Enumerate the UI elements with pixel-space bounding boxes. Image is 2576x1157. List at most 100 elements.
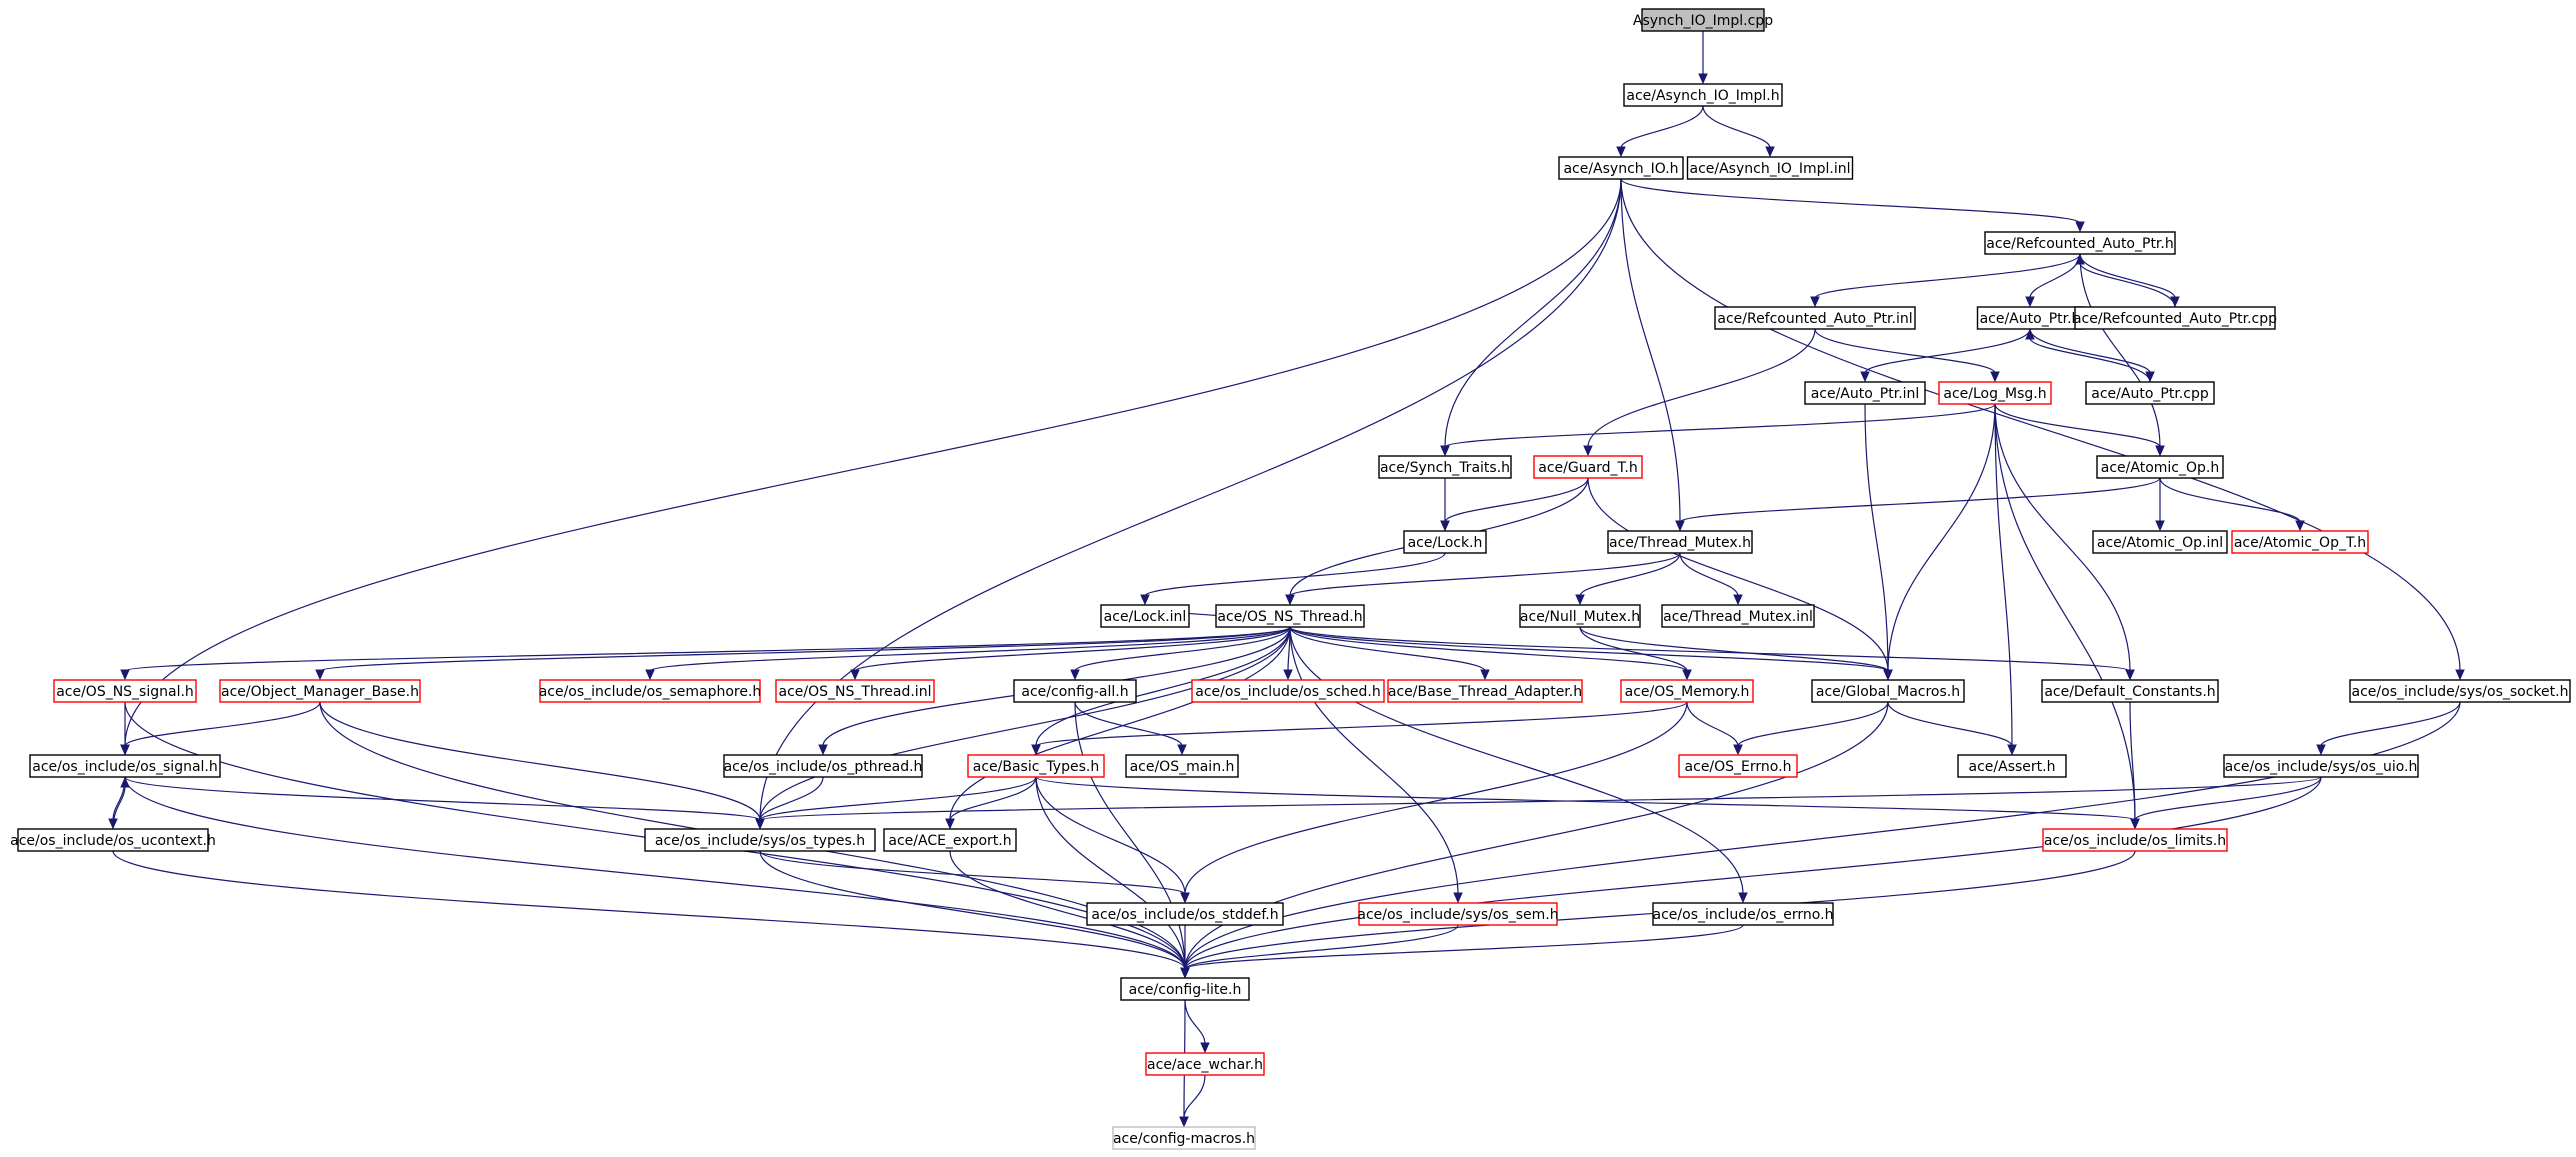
node-atomic_inl[interactable]: ace/Atomic_Op.inl <box>2092 530 2228 554</box>
node-configmacros[interactable]: ace/config-macros.h <box>1112 1126 1256 1150</box>
node-atomic[interactable]: ace/Atomic_Op.h <box>2096 455 2224 479</box>
node-impl_inl[interactable]: ace/Asynch_IO_Impl.inl <box>1686 156 1854 180</box>
node-globmacros[interactable]: ace/Global_Macros.h <box>1811 679 1965 703</box>
node-basictypes[interactable]: ace/Basic_Types.h <box>967 754 1105 778</box>
node-box <box>2223 754 2419 778</box>
node-guard[interactable]: ace/Guard_T.h <box>1533 455 1643 479</box>
node-label: ace/Atomic_Op.h <box>2101 460 2219 476</box>
arrowhead-icon <box>1682 669 1692 681</box>
node-box <box>1678 754 1798 778</box>
arrowhead-icon <box>1070 669 1080 681</box>
node-osnsthread[interactable]: ace/OS_NS_Thread.h <box>1215 604 1365 628</box>
arrowhead-icon <box>1453 892 1463 904</box>
node-ossyssem[interactable]: ace/os_include/sys/os_sem.h <box>1357 902 1559 926</box>
node-ossignal[interactable]: ace/os_include/os_signal.h <box>29 754 221 778</box>
node-os_ns_signal[interactable]: ace/OS_NS_signal.h <box>53 679 197 703</box>
node-box <box>1661 604 1815 628</box>
edge-osnsthread-to-configall <box>1070 626 1291 681</box>
arrowhead-icon <box>2025 328 2035 340</box>
arrowhead-icon <box>1200 1042 1210 1054</box>
node-label: ace/os_include/sys/os_uio.h <box>2225 759 2418 775</box>
node-aceexport[interactable]: ace/ACE_export.h <box>883 828 1017 852</box>
edge-acewchar-to-configmacros <box>1179 1074 1206 1128</box>
node-box <box>883 828 1017 852</box>
node-ostypes[interactable]: ace/os_include/sys/os_types.h <box>644 828 876 852</box>
node-box <box>1403 530 1487 554</box>
node-thrmutex_inl[interactable]: ace/Thread_Mutex.inl <box>1661 604 1815 628</box>
edge-ostypes-to-osstddef <box>759 850 1190 904</box>
node-atomic_t[interactable]: ace/Atomic_Op_T.h <box>2231 530 2369 554</box>
node-label: ace/Refcounted_Auto_Ptr.h <box>1986 236 2173 252</box>
node-label: ace/Refcounted_Auto_Ptr.cpp <box>2073 311 2277 327</box>
node-refauto_cpp[interactable]: ace/Refcounted_Auto_Ptr.cpp <box>2073 306 2277 330</box>
graph-edges <box>108 30 2465 1128</box>
node-osstddef[interactable]: ace/os_include/os_stddef.h <box>1086 902 1284 926</box>
node-asynch_io[interactable]: ace/Asynch_IO.h <box>1558 156 1684 180</box>
node-lock[interactable]: ace/Lock.h <box>1403 530 1487 554</box>
arrowhead-icon <box>1860 371 1870 383</box>
node-box <box>1013 679 1137 703</box>
edge-osnsthread-to-globmacros <box>1289 626 1893 681</box>
node-box <box>1120 977 1250 1001</box>
node-auto_cpp[interactable]: ace/Auto_Ptr.cpp <box>2085 381 2215 405</box>
edge-auto_cpp-to-auto_ptr <box>2025 328 2151 383</box>
node-label: ace/OS_main.h <box>1130 759 1235 775</box>
node-label: ace/Atomic_Op_T.h <box>2234 535 2366 551</box>
node-osuio[interactable]: ace/os_include/sys/os_uio.h <box>2223 754 2419 778</box>
node-synch[interactable]: ace/Synch_Traits.h <box>1378 455 1512 479</box>
node-oslimits[interactable]: ace/os_include/os_limits.h <box>2042 828 2228 852</box>
node-label: ace/Auto_Ptr.inl <box>1811 386 1920 402</box>
node-ossem[interactable]: ace/os_include/os_semaphore.h <box>539 679 762 703</box>
node-osmain[interactable]: ace/OS_main.h <box>1125 754 1239 778</box>
node-label: ace/Asynch_IO_Impl.h <box>1626 88 1779 104</box>
node-box <box>2349 679 2571 703</box>
node-assert[interactable]: ace/Assert.h <box>1957 754 2067 778</box>
node-objmgr[interactable]: ace/Object_Manager_Base.h <box>219 679 421 703</box>
node-nullmutex[interactable]: ace/Null_Mutex.h <box>1519 604 1641 628</box>
node-impl_h[interactable]: ace/Asynch_IO_Impl.h <box>1623 83 1783 107</box>
arrowhead-icon <box>1810 296 1820 308</box>
node-label: ace/ACE_export.h <box>888 833 1011 849</box>
node-label: ace/os_include/os_stddef.h <box>1091 907 1278 923</box>
edge-refauto_inl-to-logmsg <box>1814 328 2000 383</box>
node-refauto_inl[interactable]: ace/Refcounted_Auto_Ptr.inl <box>1714 306 1916 330</box>
node-box <box>1984 231 2176 255</box>
node-label: ace/Thread_Mutex.h <box>1609 535 1751 551</box>
node-configlite[interactable]: ace/config-lite.h <box>1120 977 1250 1001</box>
node-auto_ptr[interactable]: ace/Auto_Ptr.h <box>1976 306 2084 330</box>
node-osmemory[interactable]: ace/OS_Memory.h <box>1620 679 1754 703</box>
node-lock_inl[interactable]: ace/Lock.inl <box>1100 604 1190 628</box>
node-ossched[interactable]: ace/os_include/os_sched.h <box>1191 679 1385 703</box>
edge-lock-to-lock_inl <box>1140 552 1446 606</box>
edge-osuio-to-oslimits <box>2130 776 2322 830</box>
edge-configall-to-configlite <box>1074 701 1190 979</box>
edge-basictypes-to-oslimits <box>1035 776 2140 830</box>
node-logmsg[interactable]: ace/Log_Msg.h <box>1938 381 2052 405</box>
node-configall[interactable]: ace/config-all.h <box>1013 679 1137 703</box>
arrowhead-icon <box>1177 744 1187 756</box>
edge-ossocket-to-configlite <box>1180 701 2461 979</box>
node-label: ace/OS_NS_signal.h <box>56 684 194 700</box>
edge-osnsthread-to-basethr <box>1289 626 1490 681</box>
node-label: ace/Thread_Mutex.inl <box>1663 609 1813 625</box>
edge-nullmutex-to-osmemory <box>1579 626 1692 681</box>
node-root[interactable]: Asynch_IO_Impl.cpp <box>1633 8 1773 32</box>
arrowhead-icon <box>2125 669 2135 681</box>
node-acewchar[interactable]: ace/ace_wchar.h <box>1145 1052 1265 1076</box>
arrowhead-icon <box>120 744 130 756</box>
node-osthr_inl[interactable]: ace/OS_NS_Thread.inl <box>775 679 935 703</box>
node-oserrno_h[interactable]: ace/OS_Errno.h <box>1678 754 1798 778</box>
edge-osnsthread-to-osmemory <box>1289 626 1692 681</box>
node-thrmutex[interactable]: ace/Thread_Mutex.h <box>1607 530 1753 554</box>
node-oserrno[interactable]: ace/os_include/os_errno.h <box>1652 902 1834 926</box>
node-ospthread[interactable]: ace/os_include/os_pthread.h <box>723 754 923 778</box>
node-osucontext[interactable]: ace/os_include/os_ucontext.h <box>10 828 216 852</box>
node-defconst[interactable]: ace/Default_Constants.h <box>2041 679 2219 703</box>
node-label: ace/Atomic_Op.inl <box>2097 535 2223 551</box>
node-basethr[interactable]: ace/Base_Thread_Adapter.h <box>1387 679 1583 703</box>
node-auto_inl[interactable]: ace/Auto_Ptr.inl <box>1804 381 1926 405</box>
node-refauto[interactable]: ace/Refcounted_Auto_Ptr.h <box>1984 231 2176 255</box>
node-ossocket[interactable]: ace/os_include/sys/os_socket.h <box>2349 679 2571 703</box>
node-box <box>2096 455 2224 479</box>
edge-osnsthread-to-oserrno <box>1289 626 1748 904</box>
